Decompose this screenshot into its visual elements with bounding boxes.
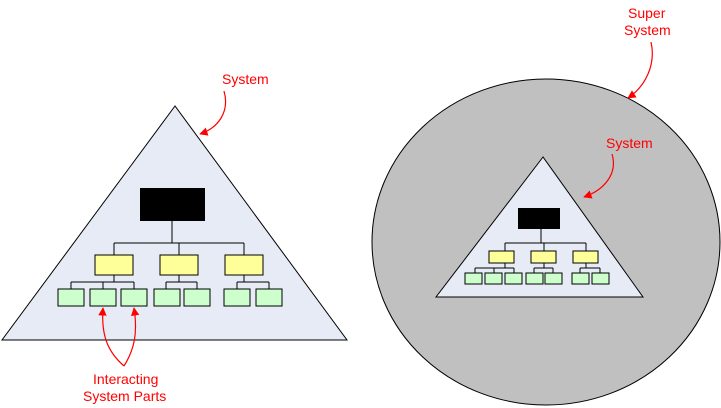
interacting-parts-label-line1: Interacting [93, 371, 158, 387]
system-right-arrow [583, 153, 614, 199]
mid-level-box [530, 250, 557, 264]
leaf-box [591, 272, 610, 285]
mid-level-box [488, 250, 515, 264]
top-level-box [518, 208, 560, 229]
interacting-parts-arrow-2 [123, 307, 140, 367]
hierarchy-connectors-small [474, 229, 601, 273]
leaf-box [544, 272, 563, 285]
super-system: Super System System [371, 5, 721, 406]
super-system-label-line2: System [624, 22, 671, 38]
leaf-box [153, 288, 181, 307]
system-right-label: System [606, 135, 653, 151]
top-level-box [140, 188, 205, 221]
system-left-arrow [199, 90, 227, 136]
leaf-box [464, 272, 483, 285]
interacting-parts-arrow-1 [98, 307, 125, 367]
mid-level-box [94, 254, 134, 276]
leaf-box [120, 288, 148, 307]
super-system-arrow [627, 41, 653, 99]
super-system-label-line1: Super [628, 5, 666, 21]
system-left-label: System [222, 71, 269, 87]
leaf-box [525, 272, 544, 285]
mid-level-box [159, 254, 199, 276]
hierarchy-connectors [70, 221, 270, 289]
leaf-box [223, 288, 251, 307]
leaf-box [89, 288, 117, 307]
leaf-box [183, 288, 211, 307]
system-left: System Interacting System Parts [1, 71, 348, 404]
leaf-box [255, 288, 283, 307]
interacting-parts-label-line2: System Parts [83, 388, 166, 404]
leaf-box [504, 272, 523, 285]
leaf-box [57, 288, 85, 307]
leaf-box [484, 272, 503, 285]
leaf-box [571, 272, 590, 285]
mid-level-box [224, 254, 264, 276]
mid-level-box [572, 250, 599, 264]
